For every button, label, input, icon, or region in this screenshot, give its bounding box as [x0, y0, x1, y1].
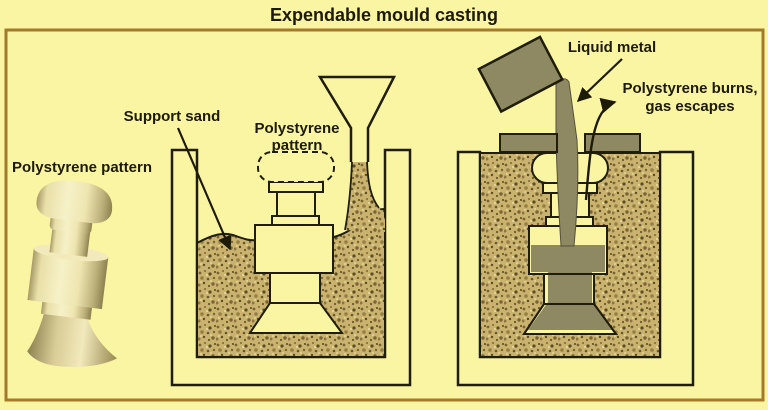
pattern-lower-neck	[269, 272, 321, 304]
cavity-restroke	[522, 225, 618, 335]
pattern-block	[254, 224, 334, 274]
pattern-3d-neck	[49, 226, 91, 257]
weight-left	[499, 133, 558, 153]
pattern-cap-dashed	[257, 151, 335, 183]
pattern-upper-neck	[276, 191, 316, 217]
liquid-metal-stream	[555, 78, 579, 247]
pattern-flange-1	[268, 181, 324, 193]
funnel-fill	[320, 77, 394, 162]
frame-border	[4, 28, 765, 402]
burns-label-line1: Polystyrene burns,	[622, 80, 757, 97]
pattern-flange-2	[271, 215, 320, 226]
pattern-3d-cap	[36, 180, 113, 224]
funnel	[317, 75, 397, 162]
liquid-metal-arrow	[576, 58, 623, 102]
page-title: Expendable mould casting	[270, 5, 498, 25]
sand-stream	[345, 162, 385, 232]
panel-pattern-3d: Polystyrene pattern	[12, 159, 152, 367]
weight-right	[584, 133, 641, 153]
support-sand-arrow	[176, 127, 232, 251]
pattern-3d-flared-base	[27, 313, 118, 367]
liquid-metal-label: Liquid metal	[568, 39, 656, 56]
panel-sand-filling: Support sand Polystyrene pattern	[124, 75, 412, 387]
sand-stream-right-edge	[366, 161, 380, 209]
left-pattern-label: Polystyrene pattern	[12, 159, 152, 176]
mould-box-middle	[170, 148, 412, 387]
pouring-ladle	[477, 35, 564, 114]
buried-pattern-outline	[248, 151, 344, 334]
support-sand-label: Support sand	[124, 108, 221, 125]
pattern-3d-drum	[27, 248, 109, 310]
pattern-3d-render	[27, 180, 118, 367]
molten-metal-pool	[528, 245, 612, 330]
sand-stream-left-edge	[344, 161, 353, 231]
mid-pattern-label-line2: pattern	[272, 137, 323, 154]
panel-metal-pouring: Liquid metal Polystyrene burns, gas esca…	[456, 35, 758, 387]
burns-label-line2: gas escapes	[645, 98, 734, 115]
gas-escape-arrow	[584, 97, 617, 201]
mid-pattern-label-line1: Polystyrene	[254, 120, 339, 137]
